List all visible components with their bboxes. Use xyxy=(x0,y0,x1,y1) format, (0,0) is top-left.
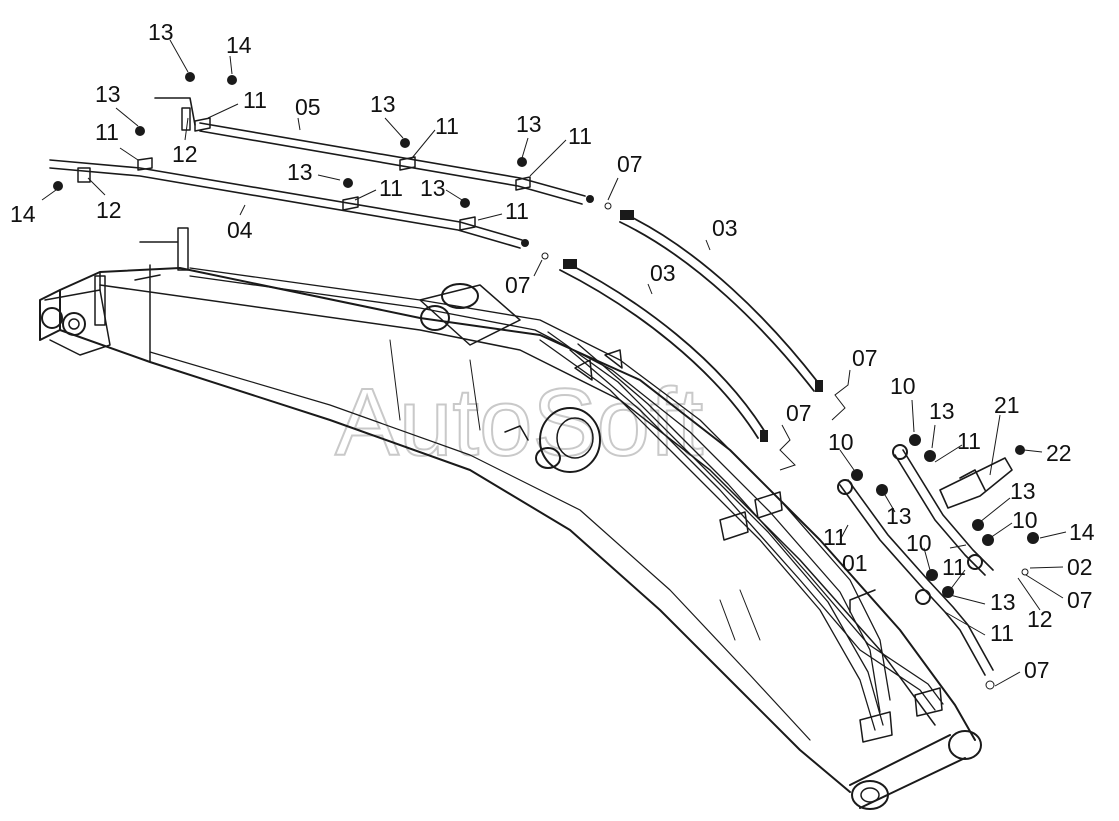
callout-c10: 13 xyxy=(516,111,542,137)
callout-c9: 11 xyxy=(435,113,459,139)
pipe-05 xyxy=(154,97,586,205)
callout-c21: 07 xyxy=(505,272,531,298)
callout-c12: 07 xyxy=(617,151,643,177)
callout-c37: 10 xyxy=(906,530,932,556)
callout-c31: 13 xyxy=(886,503,912,529)
callout-c29: 22 xyxy=(1046,440,1072,466)
callout-c23: 07 xyxy=(852,345,878,371)
callout-c28: 21 xyxy=(994,392,1020,418)
callout-c4: 11 xyxy=(243,87,267,113)
callout-c35: 14 xyxy=(1069,519,1095,545)
callout-c41: 13 xyxy=(990,589,1016,615)
bolts-and-clamps xyxy=(53,72,1039,598)
callout-c20: 03 xyxy=(712,215,738,241)
callout-c13: 14 xyxy=(10,201,36,227)
bracket-21 xyxy=(939,457,1013,509)
callout-c8: 13 xyxy=(370,91,396,117)
callout-c16: 13 xyxy=(287,159,313,185)
hose-03-upper xyxy=(619,213,821,392)
callout-c42: 12 xyxy=(1027,606,1053,632)
callout-c1: 13 xyxy=(148,19,174,45)
callout-c6: 12 xyxy=(172,141,198,167)
callout-c43: 11 xyxy=(990,620,1014,646)
callout-c32: 13 xyxy=(1010,478,1036,504)
callout-c15: 04 xyxy=(227,217,253,243)
callout-c27: 11 xyxy=(957,428,981,454)
hose-03-lower xyxy=(559,261,766,439)
callout-c11: 11 xyxy=(568,123,592,149)
callout-c17: 11 xyxy=(379,175,403,201)
callout-c24: 07 xyxy=(786,400,812,426)
callout-c18: 13 xyxy=(420,175,446,201)
callout-c33: 11 xyxy=(823,524,847,550)
callout-c5: 11 xyxy=(95,119,119,145)
callout-c38: 02 xyxy=(1067,554,1093,580)
callout-c36: 01 xyxy=(842,550,868,576)
leader-lines xyxy=(41,39,1067,687)
pipe-04 xyxy=(49,159,523,249)
callout-c39: 11 xyxy=(942,554,966,580)
callout-c2: 14 xyxy=(226,32,252,58)
callout-c14: 12 xyxy=(96,197,122,223)
callout-c34: 10 xyxy=(1012,507,1038,533)
callout-c25: 10 xyxy=(890,373,916,399)
callout-c44: 07 xyxy=(1024,657,1050,683)
pipe-01 xyxy=(839,479,994,676)
callout-c30: 10 xyxy=(828,429,854,455)
callout-c26: 13 xyxy=(929,398,955,424)
fittings xyxy=(521,195,1029,690)
pipe-02 xyxy=(894,449,994,576)
callout-c22: 03 xyxy=(650,260,676,286)
callout-c3: 13 xyxy=(95,81,121,107)
callout-labels: 13 14 13 11 11 12 05 13 11 13 11 07 14 1… xyxy=(10,19,1095,683)
callout-c7: 05 xyxy=(295,94,321,120)
callout-c19: 11 xyxy=(505,198,529,224)
boom-mounted-pipes xyxy=(189,267,944,743)
callout-c40: 07 xyxy=(1067,587,1093,613)
